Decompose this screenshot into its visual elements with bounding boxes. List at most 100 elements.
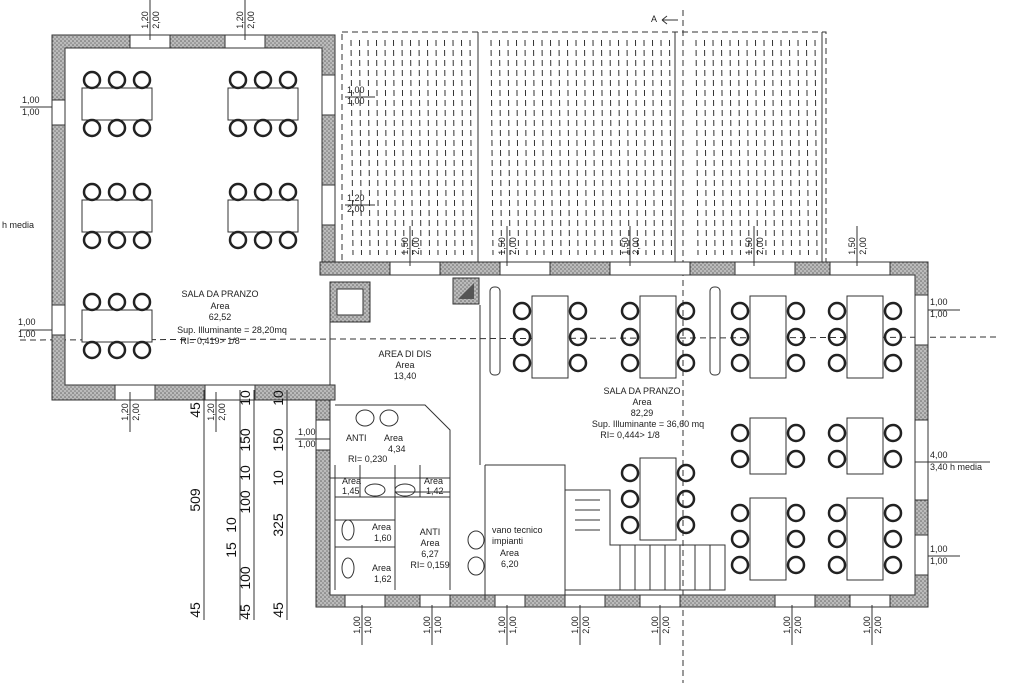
chair-icon [278, 70, 298, 90]
sink-icon [355, 409, 485, 576]
window-width: 1,00 [930, 297, 948, 307]
chair-icon [228, 118, 248, 138]
dining-table [639, 457, 677, 541]
pergola-slat [814, 39, 818, 256]
window-width: 1,00 [18, 317, 36, 327]
chair-icon [132, 292, 152, 312]
window-width: 1,20 [347, 193, 365, 203]
chair-icon [568, 327, 588, 347]
pergola-slat [746, 39, 750, 256]
window-width: 1,00 [650, 616, 660, 634]
pergola-slat [410, 39, 413, 256]
area-value: 4,34 [388, 444, 406, 454]
room-name: vano tecnico [492, 525, 543, 535]
chair-icon [620, 301, 640, 321]
ri-ratio: RI= 0,444> 1/8 [600, 430, 660, 440]
pergola-slat [652, 39, 655, 256]
pergola-slat [507, 39, 511, 256]
chair-icon [786, 449, 806, 469]
chair-icon [253, 70, 273, 90]
chair-icon [132, 70, 152, 90]
pergola-slat [516, 39, 519, 256]
chair-icon [827, 301, 847, 321]
room-name: SALA DA PRANZO [181, 289, 258, 299]
pergola-slat [384, 39, 388, 256]
window-width: 1,00 [497, 616, 507, 634]
area-label: Area [384, 433, 403, 443]
dimension-value: 15 [223, 542, 239, 558]
chair-icon [132, 340, 152, 360]
chair-icon [730, 503, 750, 523]
ri-ratio: RI= 0,230 [348, 454, 387, 464]
area-label: Area [210, 301, 229, 311]
dining-table [749, 417, 787, 475]
area-value: 6,27 [421, 549, 439, 559]
window-height: 2,00 [217, 403, 227, 421]
window-width: 1,00 [298, 427, 316, 437]
window-height: 2,00 [347, 204, 365, 214]
pergola-slat [558, 39, 562, 256]
pergola-slat [772, 39, 775, 256]
pergola-slat [499, 39, 502, 256]
chair-icon [730, 555, 750, 575]
chair-icon [676, 489, 696, 509]
chair-icon [278, 182, 298, 202]
pergola-slat [669, 39, 672, 256]
chair-icon [786, 327, 806, 347]
window-width: 4,00 [930, 450, 948, 460]
window-height: 1,00 [18, 329, 36, 339]
pergola-slat [584, 39, 587, 256]
chair-icon [107, 118, 127, 138]
chair-icon [107, 340, 127, 360]
window-width: 1,00 [352, 616, 362, 634]
chair-icon [676, 463, 696, 483]
dimension-value: 509 [187, 488, 203, 512]
chair-icon [676, 327, 696, 347]
room-name: ANTI [420, 527, 441, 537]
room-anti-1: ANTI Area 4,34 RI= 0,230 [346, 433, 406, 464]
chair-icon [107, 182, 127, 202]
pergola-slat [359, 39, 362, 256]
room-dining-left: SALA DA PRANZO Area 62,52 Sup. Illuminan… [177, 289, 287, 346]
area-value: 13,40 [394, 371, 417, 381]
area-value: 1,60 [374, 533, 392, 543]
room-name: SALA DA PRANZO [603, 386, 680, 396]
room-wc: Area 1,45 Area 1,42 Area 1,60 Area 1,62 [342, 476, 444, 584]
window-height: 2,00 [151, 11, 161, 29]
chair-icon [786, 301, 806, 321]
chair-icon [827, 423, 847, 443]
room-tech: vano tecnico impianti Area 6,20 [492, 525, 543, 569]
room-name: AREA DI DIS [378, 349, 431, 359]
chair-icon [676, 353, 696, 373]
pergola-slat [524, 39, 528, 256]
window-height: 1,00 [22, 107, 40, 117]
area-value: 1,62 [374, 574, 392, 584]
pergola-slat [567, 39, 570, 256]
pergola-slat [695, 39, 699, 256]
chair-icon [883, 353, 903, 373]
area-label: Area [395, 360, 414, 370]
pergola-slat [469, 39, 473, 256]
window-height: 2,00 [858, 237, 868, 255]
window-height: 2,00 [631, 237, 641, 255]
chair-icon [730, 301, 750, 321]
pergola-slat [763, 39, 767, 256]
pergola-slat [609, 39, 613, 256]
section-line-horizontal [19, 336, 1001, 341]
pergola-slat [452, 39, 456, 256]
chair-icon [730, 423, 750, 443]
chair-icon [676, 301, 696, 321]
chair-icon [228, 182, 248, 202]
window-width: 1,50 [744, 237, 754, 255]
pergola-slat [575, 39, 579, 256]
dimension-value: 100 [237, 490, 253, 514]
pergola-slat [350, 39, 354, 256]
chair-icon [512, 301, 532, 321]
chair-icon [883, 327, 903, 347]
window-height: 3,40 h media [930, 462, 982, 472]
pergola-slat [729, 39, 733, 256]
chair-icon [512, 327, 532, 347]
chair-icon [253, 230, 273, 250]
area-value: 82,29 [631, 408, 654, 418]
